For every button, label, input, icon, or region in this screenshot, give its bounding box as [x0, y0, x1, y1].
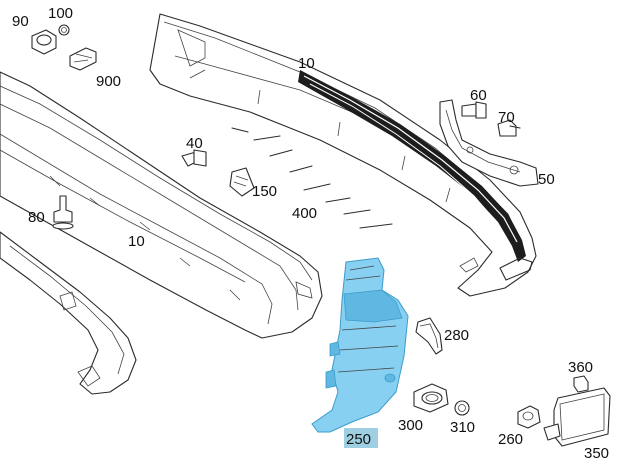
ring-part-100[interactable] — [58, 24, 70, 36]
holder-part-900[interactable] — [69, 47, 97, 71]
label-350: 350 — [584, 445, 609, 462]
label-100: 100 — [48, 5, 73, 22]
label-400: 400 — [292, 205, 317, 222]
label-250: 250 — [346, 431, 371, 448]
clip-part-80[interactable] — [52, 195, 74, 230]
label-250-highlight — [344, 428, 378, 448]
label-80: 80 — [28, 209, 45, 226]
ring-part-310[interactable] — [454, 400, 470, 416]
label-280: 280 — [444, 327, 469, 344]
leader-lines-400 — [231, 127, 393, 229]
nut-part-360[interactable] — [573, 375, 589, 393]
label-70: 70 — [498, 109, 515, 126]
lamp-part-350[interactable] — [543, 387, 611, 447]
bumper-cover-upper[interactable] — [149, 13, 537, 297]
label-360: 360 — [568, 359, 593, 376]
label-60: 60 — [470, 87, 487, 104]
label-10-lower: 10 — [128, 233, 145, 250]
bracket-part-50[interactable] — [439, 99, 539, 187]
sensor-part-300[interactable] — [413, 383, 449, 413]
label-90: 90 — [12, 13, 29, 30]
label-300: 300 — [398, 417, 423, 434]
label-260: 260 — [498, 431, 523, 448]
side-panel-part-250[interactable] — [311, 257, 409, 433]
sensor-part-90[interactable] — [31, 29, 57, 55]
label-10-upper: 10 — [298, 55, 315, 72]
clip-part-40[interactable] — [181, 149, 207, 167]
label-40: 40 — [186, 135, 203, 152]
clip-part-70[interactable] — [497, 119, 521, 137]
label-900: 900 — [96, 73, 121, 90]
bolt-part-60[interactable] — [461, 101, 487, 119]
label-310: 310 — [450, 419, 475, 436]
bumper-cover-lower[interactable] — [0, 71, 323, 395]
label-150: 150 — [252, 183, 277, 200]
bracket-part-280[interactable] — [415, 317, 443, 355]
bracket-part-150[interactable] — [229, 167, 255, 197]
label-50: 50 — [538, 171, 555, 188]
bulb-part-260[interactable] — [517, 405, 541, 429]
